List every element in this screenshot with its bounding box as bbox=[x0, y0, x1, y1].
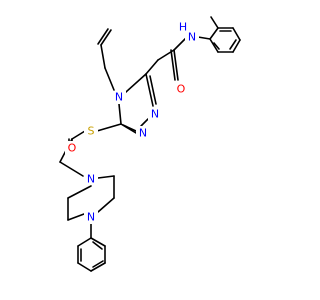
bond-32 bbox=[59, 161, 84, 177]
bond-16 bbox=[125, 73, 147, 93]
atom-s-thioether: S bbox=[88, 125, 95, 138]
bond-layer bbox=[59, 16, 241, 272]
bond-33 bbox=[67, 185, 92, 199]
bond-13 bbox=[170, 49, 176, 81]
atom-o-ketone: O bbox=[68, 142, 77, 155]
bond-36 bbox=[97, 197, 115, 213]
bond-40 bbox=[77, 237, 92, 247]
atom-n-piperazine-1: N bbox=[87, 173, 95, 186]
atom-n-triazole-4: N bbox=[115, 91, 123, 104]
bond-20 bbox=[118, 103, 122, 125]
bond-5 bbox=[209, 38, 219, 53]
bond-42 bbox=[77, 262, 92, 272]
atom-label-layer: N H O N N N S O N N bbox=[65, 21, 199, 224]
bond-21 bbox=[149, 75, 157, 105]
bond-47 bbox=[92, 260, 104, 268]
bond-43 bbox=[90, 262, 106, 272]
bond-25 bbox=[100, 29, 112, 46]
bond-2 bbox=[232, 27, 241, 41]
bond-17 bbox=[145, 73, 154, 107]
bond-10 bbox=[197, 36, 211, 40]
bond-22 bbox=[122, 124, 137, 132]
bond-7 bbox=[229, 39, 237, 50]
bond-18 bbox=[140, 118, 149, 127]
bond-0 bbox=[209, 27, 219, 40]
bond-15 bbox=[145, 59, 159, 75]
atom-n-triazole-2: N bbox=[139, 127, 147, 140]
bond-38 bbox=[97, 175, 115, 179]
bond-23 bbox=[104, 67, 115, 91]
bond-8 bbox=[213, 42, 220, 50]
bond-35 bbox=[67, 213, 85, 221]
bond-14 bbox=[157, 49, 175, 61]
bond-26 bbox=[97, 28, 109, 45]
bond-27 bbox=[96, 123, 122, 132]
bond-9 bbox=[210, 16, 219, 29]
atom-o-amide: O bbox=[177, 83, 186, 96]
bond-28 bbox=[71, 130, 86, 140]
atom-n-triazole-1: N bbox=[151, 108, 159, 121]
atom-n-piperazine-4: N bbox=[87, 211, 95, 224]
atom-h-amide: H bbox=[179, 21, 187, 34]
atom-n-amide: N bbox=[188, 31, 196, 44]
bond-12 bbox=[173, 49, 179, 81]
bond-45 bbox=[90, 237, 106, 247]
bond-11 bbox=[173, 37, 187, 51]
bond-48 bbox=[92, 241, 103, 250]
molecule-diagram: N H O N N N S O N N bbox=[59, 16, 241, 272]
bond-3 bbox=[232, 39, 241, 53]
bond-24 bbox=[100, 44, 106, 69]
